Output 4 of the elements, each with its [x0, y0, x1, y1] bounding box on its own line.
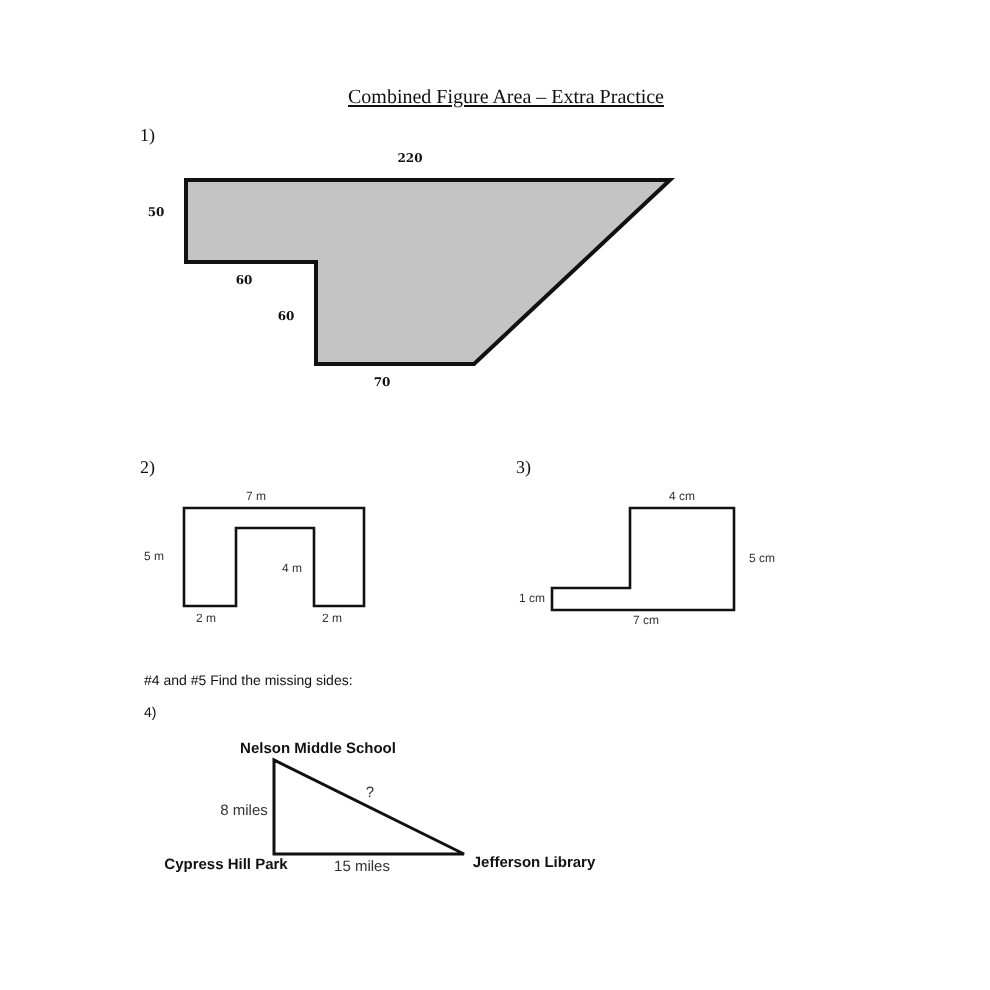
problem-number: 2)	[140, 459, 155, 477]
title: Combined Figure Area – Extra Practice	[348, 87, 664, 109]
problem-number: 3)	[516, 459, 531, 477]
problem-number: 1)	[140, 127, 155, 145]
